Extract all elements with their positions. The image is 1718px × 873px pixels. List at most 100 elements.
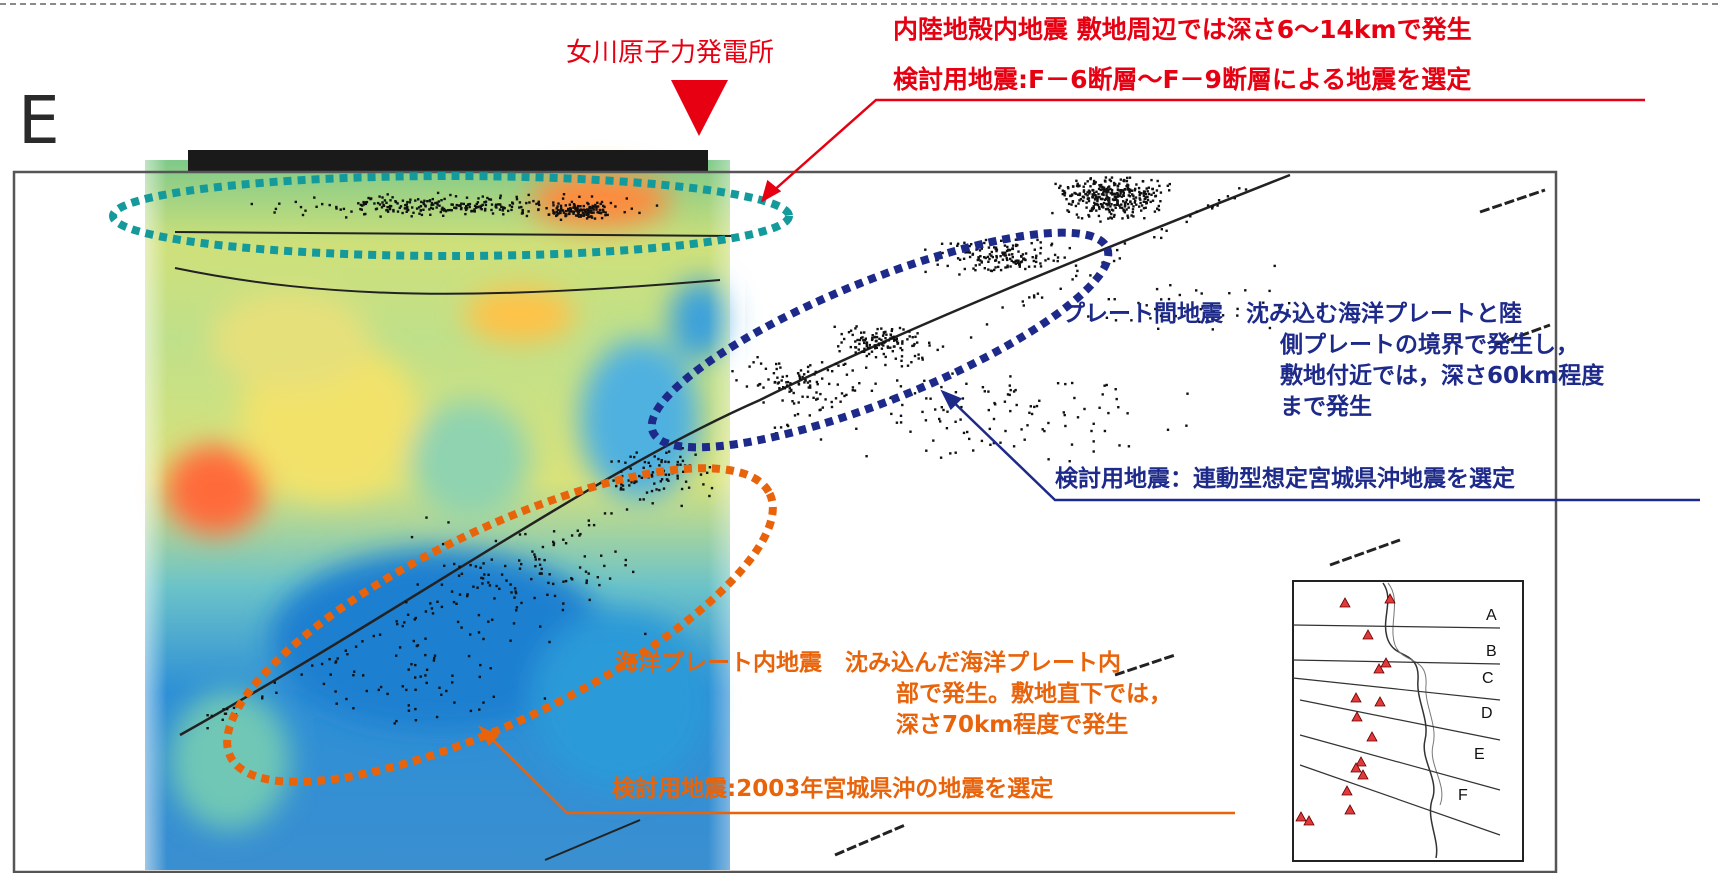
hypocenter-dot xyxy=(954,420,957,423)
hypocenter-dot xyxy=(946,264,949,268)
hypocenter-dot xyxy=(994,247,997,251)
hypocenter-dot xyxy=(1095,209,1098,212)
hypocenter-dot xyxy=(1086,191,1089,194)
hypocenter-dot xyxy=(894,338,897,342)
hypocenter-dot xyxy=(404,204,407,207)
hypocenter-dot xyxy=(451,203,454,206)
hypocenter-dot xyxy=(1009,375,1012,378)
hypocenter-dot xyxy=(1216,204,1219,207)
hypocenter-dot xyxy=(224,712,228,715)
hypocenter-dot xyxy=(843,394,846,398)
hypocenter-dot xyxy=(792,402,796,405)
hypocenter-dot xyxy=(452,600,456,604)
hypocenter-dot xyxy=(500,205,503,208)
hypocenter-dot xyxy=(1084,192,1087,196)
hypocenter-dot xyxy=(987,260,990,263)
hypocenter-dot xyxy=(1127,445,1131,448)
intraslab-quake-selected: 検討用地震:2003年宮城県沖の地震を選定 xyxy=(612,776,1054,802)
hypocenter-dot xyxy=(902,328,905,331)
hypocenter-dot xyxy=(342,207,346,211)
hypocenter-dot xyxy=(392,208,395,212)
hypocenter-dot xyxy=(1092,179,1096,183)
hypocenter-dot xyxy=(458,593,462,596)
hypocenter-dot xyxy=(1123,205,1127,208)
hypocenter-dot xyxy=(1144,196,1147,199)
interplate-quake-line1: プレート間地震 沈み込む海洋プレートと陸 xyxy=(1062,301,1522,327)
hypocenter-dot xyxy=(571,210,574,213)
hypocenter-dot xyxy=(837,364,840,367)
hypocenter-dot xyxy=(985,323,989,326)
hypocenter-dot xyxy=(1066,209,1069,212)
hypocenter-dot xyxy=(991,255,994,259)
hypocenter-dot xyxy=(619,488,622,491)
hypocenter-dot xyxy=(1044,259,1047,262)
hypocenter-dot xyxy=(917,357,920,360)
hypocenter-dot xyxy=(1238,187,1241,190)
hypocenter-dot xyxy=(590,195,594,198)
hypocenter-dot xyxy=(916,332,919,335)
hypocenter-dot xyxy=(1158,306,1161,309)
hypocenter-dot xyxy=(1102,193,1105,197)
hypocenter-dot xyxy=(399,205,403,208)
hypocenter-dot xyxy=(521,208,524,212)
hypocenter-dot xyxy=(1035,254,1038,257)
hypocenter-dot xyxy=(667,460,670,464)
hypocenter-dot xyxy=(954,451,957,454)
hypocenter-dot xyxy=(559,218,563,221)
hypocenter-dot xyxy=(600,216,604,220)
section-letter: E xyxy=(18,82,60,159)
hypocenter-dot xyxy=(436,203,439,206)
hypocenter-dot xyxy=(564,213,567,216)
hypocenter-dot xyxy=(538,572,542,575)
hypocenter-dot xyxy=(887,339,890,342)
hypocenter-dot xyxy=(547,213,550,216)
hypocenter-dot xyxy=(1067,202,1071,206)
hypocenter-dot xyxy=(938,417,941,421)
hypocenter-dot xyxy=(535,202,538,206)
hypocenter-dot xyxy=(1087,213,1090,217)
hypocenter-dot xyxy=(490,208,493,212)
hypocenter-dot xyxy=(573,205,576,209)
hypocenter-dot xyxy=(359,203,363,207)
hypocenter-dot xyxy=(499,203,502,206)
profile-label-c: C xyxy=(1482,670,1494,687)
hypocenter-dot xyxy=(431,612,435,615)
hypocenter-dot xyxy=(450,209,453,212)
hypocenter-dot xyxy=(1185,424,1188,427)
hypocenter-dot xyxy=(735,379,738,382)
hypocenter-dot xyxy=(1109,187,1112,191)
hypocenter-dot xyxy=(680,504,683,508)
hypocenter-dot xyxy=(1018,265,1021,268)
hypocenter-dot xyxy=(1156,207,1159,210)
hypocenter-dot xyxy=(410,663,413,666)
hypocenter-dot xyxy=(435,206,438,209)
hypocenter-dot xyxy=(1071,185,1075,188)
hypocenter-dot xyxy=(1132,215,1135,218)
hypocenter-dot xyxy=(1115,203,1118,206)
hypocenter-dot xyxy=(748,365,751,368)
hypocenter-dot xyxy=(424,204,427,207)
hypocenter-dot xyxy=(1107,208,1111,212)
hypocenter-dot xyxy=(581,209,584,212)
hypocenter-dot xyxy=(1073,396,1076,400)
hypocenter-dot xyxy=(662,487,666,490)
hypocenter-dot xyxy=(455,602,458,605)
hypocenter-dot xyxy=(582,204,585,208)
hypocenter-dot xyxy=(532,199,535,203)
hypocenter-dot xyxy=(1126,202,1130,206)
hypocenter-dot xyxy=(1011,253,1014,256)
hypocenter-dot xyxy=(386,193,389,196)
hypocenter-dot xyxy=(1039,265,1043,268)
hypocenter-dot xyxy=(469,709,473,713)
hypocenter-dot xyxy=(896,342,900,345)
hypocenter-dot xyxy=(469,563,472,567)
hypocenter-dot xyxy=(979,255,982,258)
hypocenter-dot xyxy=(538,563,542,566)
hypocenter-dot xyxy=(882,352,885,356)
hypocenter-dot xyxy=(830,405,834,409)
hypocenter-dot xyxy=(486,196,489,200)
hypocenter-dot xyxy=(1134,187,1137,191)
hypocenter-dot xyxy=(995,249,998,253)
hypocenter-dot xyxy=(498,587,501,590)
hypocenter-dot xyxy=(1017,263,1021,266)
